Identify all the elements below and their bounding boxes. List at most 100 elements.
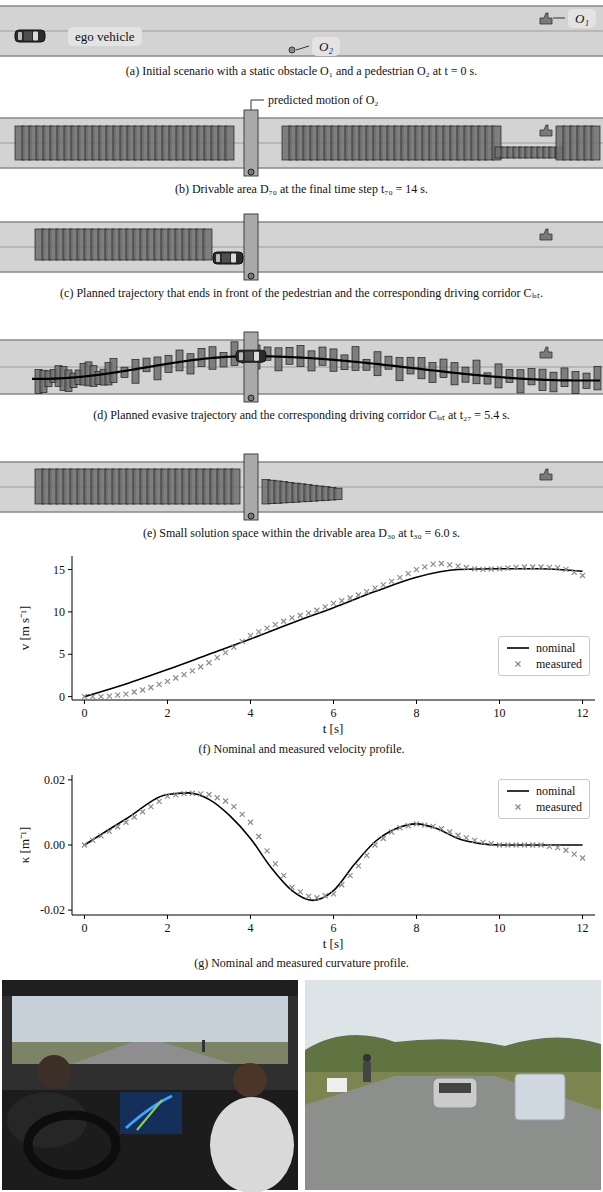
- measured-marker-part: [173, 792, 178, 797]
- legend-marker-sample: [516, 805, 521, 810]
- static-obstacle-icon-part: [540, 125, 552, 136]
- measured-marker-part: [563, 567, 568, 572]
- measured-marker-part: [99, 833, 104, 838]
- measured-marker-part: [157, 682, 162, 687]
- planned-trajectory-part: [32, 356, 600, 380]
- photo-vehicle-interior-part: [72, 1042, 232, 1064]
- pedestrian-occupancy-part: [244, 214, 258, 280]
- pedestrian-icon-part: [289, 47, 295, 53]
- photo-vehicle-interior-part: [28, 1115, 116, 1175]
- y-tick-label: 5: [59, 647, 65, 661]
- pedestrian-occupancy-part: [248, 513, 254, 519]
- legend-line-sample: [506, 643, 530, 653]
- drivable-area-box: [15, 126, 234, 160]
- legend-text: nominal: [536, 784, 575, 799]
- driving-corridor-box-part: [473, 360, 480, 384]
- driving-corridor-box: [35, 342, 601, 394]
- measured-marker-part: [265, 848, 270, 853]
- node-text: O₁: [575, 11, 589, 26]
- photo-test-track-part: [363, 1054, 371, 1062]
- photo-vehicle-interior-part: [126, 1096, 172, 1128]
- measured-marker-part: [397, 575, 402, 580]
- pedestrian-occupancy: [244, 332, 258, 402]
- measured-marker-part: [165, 679, 170, 684]
- x-tick-label: 6: [331, 921, 337, 935]
- photo-test-track-part: [515, 1074, 565, 1120]
- measured-marker-part: [356, 592, 361, 597]
- y-tick-label: 0: [59, 690, 65, 704]
- plot-axis-part: [68, 654, 72, 655]
- driving-corridor-box-part: [220, 352, 227, 366]
- measured-marker-part: [281, 619, 286, 624]
- x-axis-title: t [s]: [323, 936, 344, 951]
- ego-vehicle-icon-part: [18, 32, 22, 40]
- measured-marker-part: [472, 566, 477, 571]
- measured-marker-part: [198, 791, 203, 796]
- measured-marker-part: [530, 843, 535, 848]
- pedestrian-occupancy-part: [244, 454, 258, 520]
- measured-marker-part: [348, 596, 353, 601]
- measured-marker-part: [281, 873, 286, 878]
- plot-axis-part: [582, 700, 583, 704]
- road-surface-part: [0, 167, 603, 168]
- measured-marker-part: [439, 826, 444, 831]
- x-tick-label: 2: [164, 706, 170, 720]
- planned-trajectory: [32, 356, 600, 380]
- ego-vehicle-icon-part: [245, 352, 253, 361]
- plot-axis-part: [68, 611, 72, 612]
- ego-vehicle-icon-part: [222, 254, 230, 263]
- road-surface-part: [0, 118, 603, 168]
- subfigure-caption: (a) Initial scenario with a static obsta…: [22, 64, 582, 78]
- driving-corridor-box-part: [286, 347, 293, 364]
- plot-axis-part: [250, 915, 251, 919]
- plot-axis: [68, 556, 595, 704]
- legend-row: nominal: [506, 783, 582, 799]
- measured-marker-part: [256, 629, 261, 634]
- photo-vehicle-interior-part: [202, 1040, 205, 1052]
- photo-vehicle-interior-part: [37, 1055, 71, 1089]
- measured-marker-part: [389, 829, 394, 834]
- measured-marker-part: [522, 843, 527, 848]
- subfigure-caption: (d) Planned evasive trajectory and the c…: [22, 408, 582, 422]
- x-tick-label: 2: [164, 921, 170, 935]
- plot-axis: [68, 775, 595, 919]
- measured-marker-part: [414, 567, 419, 572]
- drivable-area-box-part: [591, 126, 600, 160]
- plot-axis-part: [68, 569, 72, 570]
- static-obstacle-icon-part: [540, 229, 552, 240]
- measured-marker-part: [190, 791, 195, 796]
- measured-marker-part: [256, 834, 261, 839]
- measured-marker-part: [123, 692, 128, 697]
- photo-vehicle-interior-part: [233, 1063, 267, 1097]
- measured-marker-part: [99, 694, 104, 699]
- static-obstacle-icon: [540, 469, 552, 480]
- drivable-area-box: [35, 229, 212, 260]
- driving-corridor-box-part: [363, 359, 370, 370]
- road-surface-part: [0, 340, 603, 394]
- road-surface-part: [0, 511, 603, 512]
- measured-marker-part: [123, 820, 128, 825]
- photo-vehicle-interior: [2, 980, 298, 1192]
- measured-marker-part: [331, 891, 336, 896]
- drivable-area-box-part: [231, 469, 240, 504]
- measured-marker-part: [373, 843, 378, 848]
- photo-test-track-part: [327, 1078, 347, 1092]
- measured-marker-part: [231, 645, 236, 650]
- x-tick-label: 12: [577, 706, 589, 720]
- pedestrian-occupancy: [244, 214, 258, 280]
- plot-axis-part: [499, 700, 500, 704]
- measured-marker-part: [381, 582, 386, 587]
- legend-row: nominal: [506, 640, 582, 656]
- measured-marker-part: [206, 792, 211, 797]
- measured-marker-part: [422, 564, 427, 569]
- measured-marker-part: [240, 812, 245, 817]
- driving-corridor-box-part: [484, 373, 491, 384]
- driving-corridor-box-part: [341, 355, 348, 370]
- measured-marker-part: [115, 824, 120, 829]
- measured-marker-part: [447, 829, 452, 834]
- driving-corridor-box-part: [396, 358, 403, 381]
- road-surface-part: [0, 6, 603, 56]
- measured-marker-part: [489, 567, 494, 572]
- measured-marker-part: [547, 844, 552, 849]
